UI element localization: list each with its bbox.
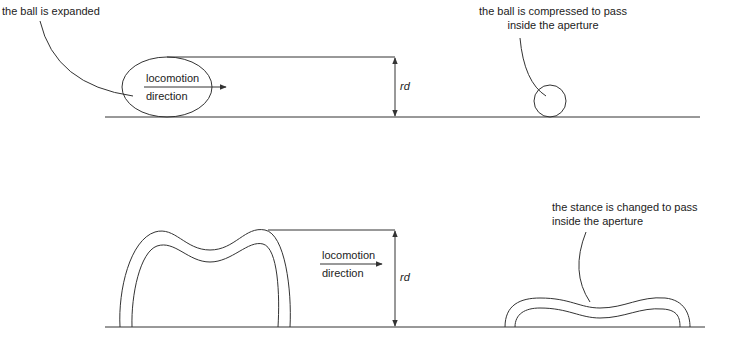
dimension-extension (167, 57, 395, 58)
direction-label: locomotion direction (146, 69, 204, 105)
dimension-label: rd (400, 79, 410, 93)
leader-line (579, 232, 590, 302)
dimension-extension (268, 230, 395, 231)
dimension-line (395, 231, 396, 326)
direction-arrow (144, 87, 226, 88)
callout-label: the ball is compressed to pass inside th… (478, 4, 628, 32)
robot-outline (505, 298, 690, 327)
ground-line (105, 117, 700, 118)
leader-line (520, 38, 546, 96)
callout-label: the stance is changed to pass inside the… (552, 200, 702, 228)
direction-arrow (320, 264, 382, 265)
robot-outline (132, 244, 279, 327)
dimension-line (395, 58, 396, 116)
direction-label: locomotion direction (322, 246, 380, 282)
dimension-label: rd (400, 270, 410, 284)
robot-outline (120, 230, 291, 327)
leader-line (40, 21, 133, 96)
callout-label: the ball is expanded (2, 4, 100, 18)
robot-outline (515, 308, 680, 327)
ground-line (105, 327, 705, 328)
